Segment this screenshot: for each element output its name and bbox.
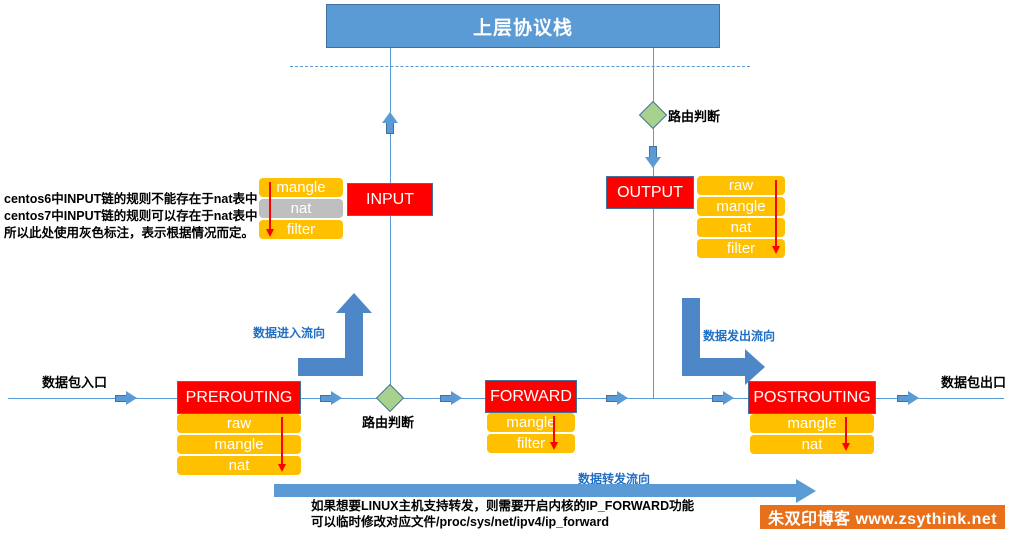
outbound-flow-arrow-icon — [682, 298, 768, 385]
chain-input-label: INPUT — [366, 190, 414, 208]
forward-flow-bar — [274, 484, 798, 497]
input-table-order-arrow-icon — [266, 182, 274, 237]
postrouting-table-mangle-label: mangle — [787, 415, 837, 432]
inbound-flow-arrow-icon — [298, 293, 374, 376]
output-down-arrow-icon — [645, 146, 661, 168]
exit-arrow-icon — [897, 391, 919, 406]
output-table-order-arrow-icon — [772, 180, 780, 254]
prerouting-table-nat: nat — [177, 456, 301, 475]
routing-decision-bottom-icon — [375, 383, 405, 413]
chain-postrouting-label: POSTROUTING — [753, 388, 871, 406]
input-table-nat-label: nat — [290, 200, 312, 217]
input-nat-note-line3: 所以此处使用灰色标注，表示根据情况而定。 — [4, 226, 255, 240]
forward-table-mangle: mangle — [487, 413, 575, 432]
chain-prerouting-label: PREROUTING — [185, 388, 293, 406]
prerouting-table-stack: raw mangle nat — [177, 414, 301, 475]
entry-arrow-icon — [115, 391, 137, 406]
packet-exit-label: 数据包出口 — [941, 375, 1007, 390]
prerouting-out-arrow-icon — [320, 391, 342, 406]
input-column-line — [390, 48, 391, 398]
prerouting-table-mangle-label: mangle — [214, 436, 264, 453]
packet-entry-label: 数据包入口 — [42, 375, 108, 390]
watermark: 朱双印博客 www.zsythink.net — [760, 505, 1006, 529]
forward-table-mangle-label: mangle — [506, 414, 556, 431]
kernel-userspace-divider — [290, 66, 750, 67]
postrouting-in-arrow-icon — [712, 391, 734, 406]
routing-decision-top-label: 路由判断 — [668, 109, 721, 124]
prerouting-table-mangle: mangle — [177, 435, 301, 454]
input-table-mangle: mangle — [259, 178, 343, 197]
upper-protocol-stack-box: 上层协议栈 — [326, 4, 720, 48]
forward-table-stack: mangle filter — [487, 413, 575, 453]
chain-output: OUTPUT — [606, 176, 694, 209]
chain-forward: FORWARD — [485, 380, 577, 413]
forward-flow-label: 数据转发流向 — [578, 472, 651, 486]
prerouting-table-raw: raw — [177, 414, 301, 433]
routing-out-arrow-icon — [440, 391, 462, 406]
output-table-raw: raw — [697, 176, 785, 195]
watermark-text: 朱双印博客 www.zsythink.net — [768, 511, 998, 528]
chain-prerouting: PREROUTING — [177, 381, 301, 414]
chain-input: INPUT — [347, 183, 433, 216]
forward-flow-arrow-icon — [796, 478, 816, 503]
output-table-raw-label: raw — [728, 177, 754, 194]
output-table-filter-label: filter — [726, 240, 756, 257]
input-nat-note: centos6中INPUT链的规则不能存在于nat表中 centos7中INPU… — [4, 191, 258, 242]
postrouting-table-nat-label: nat — [801, 436, 823, 453]
ip-forward-note: 如果想要LINUX主机支持转发，则需要开启内核的IP_FORWARD功能 可以临… — [311, 498, 694, 530]
forward-out-arrow-icon — [606, 391, 628, 406]
postrouting-table-stack: mangle nat — [750, 414, 874, 454]
forward-table-filter-label: filter — [516, 435, 546, 452]
postrouting-table-order-arrow-icon — [842, 417, 850, 451]
prerouting-table-nat-label: nat — [228, 457, 250, 474]
input-table-mangle-label: mangle — [276, 179, 326, 196]
chain-forward-label: FORWARD — [490, 387, 572, 405]
input-table-filter: filter — [259, 220, 343, 239]
chain-postrouting: POSTROUTING — [748, 381, 876, 414]
output-table-mangle: mangle — [697, 197, 785, 216]
routing-decision-top-icon — [638, 100, 668, 130]
routing-decision-bottom-label: 路由判断 — [362, 415, 415, 430]
input-table-filter-label: filter — [286, 221, 316, 238]
ip-forward-note-line1: 如果想要LINUX主机支持转发，则需要开启内核的IP_FORWARD功能 — [311, 499, 695, 513]
output-table-nat-label: nat — [730, 219, 752, 236]
inbound-flow-label: 数据进入流向 — [253, 326, 326, 340]
input-nat-note-line1: centos6中INPUT链的规则不能存在于nat表中 — [4, 192, 258, 206]
output-table-stack: raw mangle nat filter — [697, 176, 785, 258]
output-table-mangle-label: mangle — [716, 198, 766, 215]
postrouting-table-mangle: mangle — [750, 414, 874, 433]
ip-forward-note-line2: 可以临时修改对应文件/proc/sys/net/ipv4/ip_forward — [311, 515, 609, 529]
prerouting-table-raw-label: raw — [226, 415, 252, 432]
output-column-line — [653, 48, 654, 398]
input-nat-note-line2: centos7中INPUT链的规则可以存在于nat表中 — [4, 209, 258, 223]
upper-protocol-stack-label: 上层协议栈 — [472, 17, 573, 39]
input-table-stack: mangle nat filter — [259, 178, 343, 239]
input-table-nat: nat — [259, 199, 343, 218]
outbound-flow-label: 数据发出流向 — [703, 329, 776, 343]
forward-table-order-arrow-icon — [550, 416, 558, 450]
postrouting-table-nat: nat — [750, 435, 874, 454]
chain-output-label: OUTPUT — [617, 183, 683, 201]
forward-table-filter: filter — [487, 434, 575, 453]
output-table-filter: filter — [697, 239, 785, 258]
prerouting-table-order-arrow-icon — [278, 417, 286, 472]
input-up-arrow-icon — [382, 112, 398, 134]
output-table-nat: nat — [697, 218, 785, 237]
